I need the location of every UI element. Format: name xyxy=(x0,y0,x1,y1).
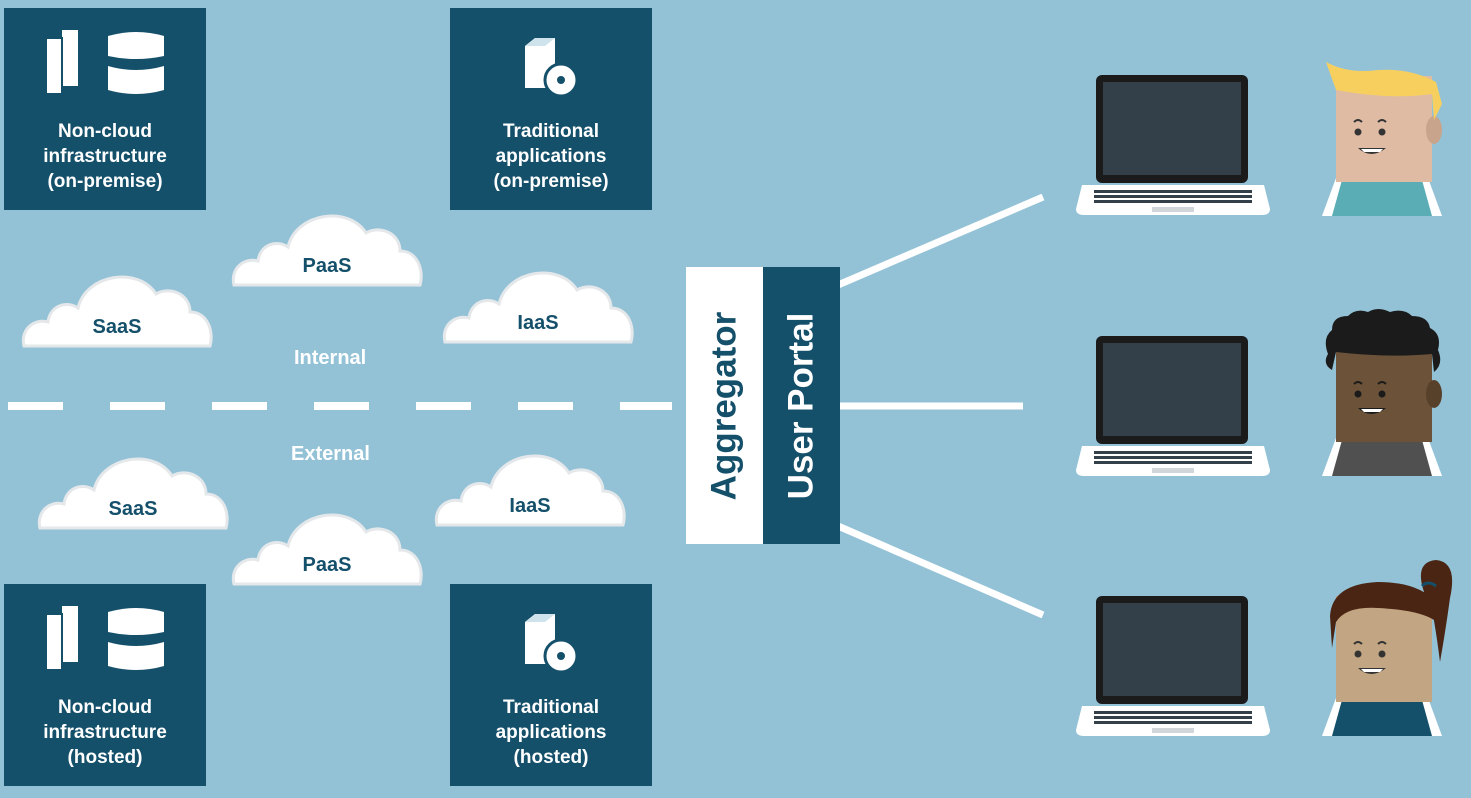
database-icon xyxy=(108,608,164,670)
cloud-icon xyxy=(434,454,626,527)
noncloud-hosted-label: Non-cloud infrastructure (hosted) xyxy=(43,697,167,768)
cloud-external-saas: SaaS xyxy=(36,448,230,530)
cloud-icon xyxy=(231,513,423,586)
noncloud-onprem-label: Non-cloud infrastructure (on-premise) xyxy=(43,121,167,192)
connector-line-top xyxy=(836,193,1045,289)
laptop-icon xyxy=(1076,75,1270,215)
user-avatar-icon xyxy=(1322,309,1442,476)
cloud-internal-iaas: IaaS xyxy=(441,262,635,344)
traditional-onprem-box: Traditional applications (on-premise) xyxy=(450,8,652,210)
laptop-icon xyxy=(1076,596,1270,736)
aggregator-label: Aggregator xyxy=(704,311,744,500)
laptop-icon xyxy=(1076,336,1270,476)
cloud-icon xyxy=(231,214,423,287)
server-icon xyxy=(46,606,78,670)
user-portal-label: User Portal xyxy=(781,312,821,499)
cloud-external-paas: PaaS xyxy=(230,504,424,586)
traditional-onprem-label: Traditional applications (on-premise) xyxy=(493,121,609,192)
noncloud-onprem-box: Non-cloud infrastructure (on-premise) xyxy=(4,8,206,210)
noncloud-hosted-box: Non-cloud infrastructure (hosted) xyxy=(4,584,206,786)
user-portal-bar: User Portal xyxy=(763,267,840,544)
cloud-internal-saas: SaaS xyxy=(20,266,214,348)
software-box-icon xyxy=(525,38,577,98)
server-icon xyxy=(46,30,78,94)
connector-line-bottom xyxy=(836,522,1045,619)
traditional-hosted-box: Traditional applications (hosted) xyxy=(450,584,652,786)
user-avatar-icon xyxy=(1322,62,1442,216)
cloud-icon xyxy=(21,275,213,348)
external-zone-label: External xyxy=(291,443,370,465)
aggregator-bar: Aggregator xyxy=(686,267,763,544)
database-icon xyxy=(108,32,164,94)
internal-zone-label: Internal xyxy=(294,347,367,369)
software-box-icon xyxy=(525,614,577,674)
cloud-icon xyxy=(442,271,634,344)
cloud-icon xyxy=(37,457,229,530)
cloud-internal-paas: PaaS xyxy=(230,205,424,287)
traditional-hosted-label: Traditional applications (hosted) xyxy=(495,697,607,768)
user-avatar-icon xyxy=(1322,560,1453,736)
cloud-external-iaas: IaaS xyxy=(433,445,627,527)
